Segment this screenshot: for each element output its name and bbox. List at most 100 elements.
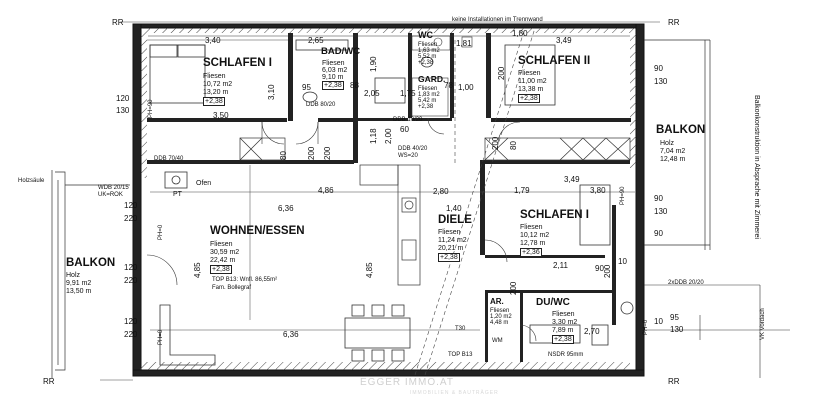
dim-200g: 2,00 [384,128,393,144]
rr-marker-bottom-left: RR [43,377,55,386]
room-area-du: 3,30 m2 [552,319,578,326]
top-b13-label: TOP B13 [448,352,473,358]
room-area-schlafen1-bottom: 10,12 m2 [520,232,550,239]
room-height-bad: +2,38 [322,81,344,90]
ph0-label-left-a: PH=0 [158,224,164,240]
dim-right-90b: 90 [654,194,663,203]
room-floor-diele: Fliesen [438,229,461,236]
sofa [159,304,216,366]
room-perimeter-wohnen: 22,42 m [210,257,236,264]
wohnen-fam: Fam. Bollegraf [212,285,252,291]
dim-200e: 200 [509,281,518,295]
ph90-label-right: PH=90 [620,186,626,205]
dim-88: 88 [350,81,359,90]
room-area-schlafen2: 11,00 m2 [518,78,547,85]
rr-marker-top-left: RR [112,18,124,27]
room-floor-wc: Fliesen [418,42,438,48]
room-perimeter-wc: 5,52 m [418,54,437,60]
ddb-label-bottom: 2xDDB 20/20 [668,280,704,286]
dim-width-bad: 2,65 [308,36,324,45]
dim-left-220b: 220 [124,276,138,285]
dim-left-120c: 120 [124,263,138,272]
dim-left-120b: 120 [124,201,138,210]
room-name-ar: AR. [490,297,504,306]
dim-right-90a: 90 [654,64,663,73]
dim-190: 1,90 [369,56,378,72]
dim-schlafen1b-380: 3,80 [590,186,606,195]
rr-marker-top-right: RR [668,18,680,27]
ddb-label-wc: DDB 10/20 [393,117,423,123]
ph0-label-left-b: PH=0 [158,329,164,345]
t30-label: T30 [455,326,466,332]
room-perimeter-balkon-left: 13,50 m [66,288,92,295]
balkonkonstruktion-note: Balkonkonstruktion in Absprache mit Zimm… [753,95,760,239]
room-name-du: DU/WC [536,297,570,308]
uk-rok-label: UK=ROK [98,192,123,198]
dim-205: 2,05 [364,89,380,98]
dim-200a: 200 [307,146,316,160]
dim-left-220a: 220 [124,214,138,223]
room-area-wohnen: 30,59 m2 [210,249,240,256]
room-area-wc: 1,63 m2 [418,48,440,54]
room-name-gard: GARD. [418,74,446,84]
room-floor-balkon-right: Holz [660,140,675,147]
dim-10b: 10 [618,257,627,266]
dim-diele-140: 1,40 [446,204,462,213]
ddb-label-top: DDB 70/40 [154,156,184,162]
dim-118: 1,18 [369,128,378,144]
dim-schlafen1b-211: 2,11 [553,261,568,270]
dim-schlafen1b-179: 1,79 [514,186,530,195]
dim-left-120a: 120 [116,94,130,103]
top-service-strip [148,35,630,117]
dim-200d: 200 [497,66,506,80]
dim-du-270: 2,70 [584,327,600,336]
top-installation-note: keine Installationen im Trennwand [452,17,543,23]
dim-wohnen-636-top: 6,36 [278,204,294,213]
balcony-right [644,39,711,250]
room-area-bad: 6,03 m2 [322,67,348,74]
dim-95: 95 [302,83,311,92]
room-floor-ar: Fliesen [490,308,510,314]
dim-schlafen1-bottom: 3,50 [213,111,229,120]
dim-left-130: 130 [116,106,130,115]
dim-wohnen-485-left: 4,85 [193,262,202,278]
room-floor-schlafen1-top: Fliesen [203,73,226,80]
room-area-diele: 11,24 m2 [438,237,467,244]
dim-schlafen1b-349: 3,49 [564,175,580,184]
room-area-balkon-right: 7,04 m2 [660,148,686,155]
dim-60: 60 [400,125,409,134]
balcony-left [51,170,130,378]
kitchen-counter [359,164,421,286]
dim-left-120d: 120 [124,317,138,326]
room-name-balkon-left: BALKON [66,257,116,269]
watermark-subtitle: IMMOBILIEN & BAUTRÄGER [410,390,499,396]
room-height-wc: +2,38 [418,60,434,66]
dining-table [344,304,411,362]
ddb-label-diele: DDB 40/20 [398,146,428,152]
dim-200f: 200 [603,264,612,278]
room-height-schlafen1-bottom: +2,36 [520,248,542,257]
room-perimeter-schlafen1-top: 13,20 m [203,89,229,96]
room-height-diele: +2,38 [438,253,460,262]
room-name-schlafen1-top: SCHLAFEN I [203,57,272,69]
wm-label: WM [492,338,503,344]
ddb-label-bad: DDB 80/20 [306,102,336,108]
room-area-balkon-left: 9,91 m2 [66,280,92,287]
room-floor-du: Fliesen [552,311,575,318]
room-height-schlafen2: +2,38 [518,94,540,103]
room-name-schlafen1-bottom: SCHLAFEN I [520,209,589,221]
room-floor-bad: Fliesen [322,60,345,67]
dim-right-10: 10 [654,317,663,326]
room-name-balkon-right: BALKON [656,124,706,136]
room-height-gard: +2,38 [418,104,434,110]
dim-78: 78 [444,81,453,90]
wardrobe-closets [239,137,631,161]
room-area-gard: 1,83 m2 [418,92,440,98]
dim-width-schlafen1: 3,40 [205,36,221,45]
vordach-lines [644,284,790,378]
dim-right-130c: 130 [670,325,684,334]
dim-80b: 80 [509,141,518,150]
room-floor-gard: Fliesen [418,86,438,92]
room-perimeter-ar: 4,48 m [490,320,509,326]
nsdr-label: NSDR 95mm [548,352,584,358]
